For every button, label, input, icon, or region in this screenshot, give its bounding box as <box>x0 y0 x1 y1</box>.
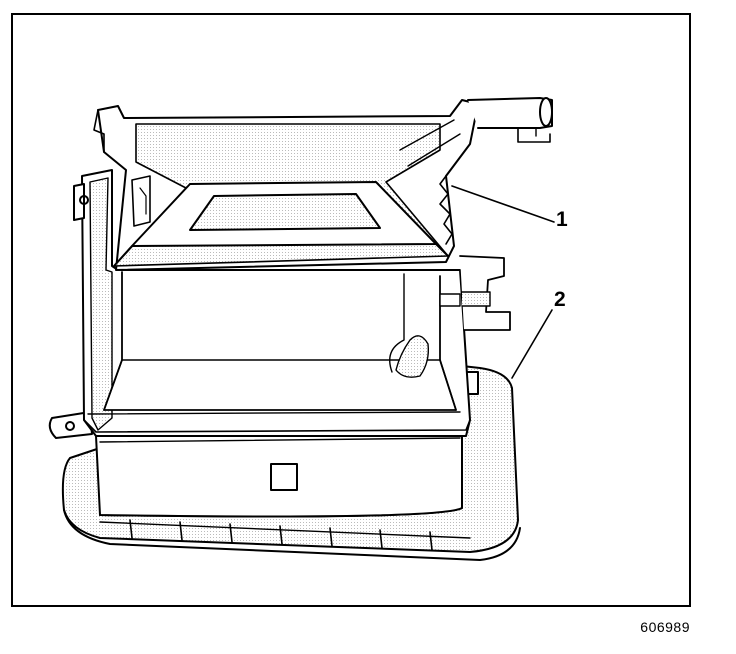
callout-1: 1 <box>556 208 568 231</box>
figure-frame <box>11 13 691 607</box>
leader-line-2 <box>511 309 553 379</box>
pipe-bracket <box>439 97 553 331</box>
figure-id: 606989 <box>640 619 690 635</box>
callout-2: 2 <box>554 288 566 311</box>
leader-line-1 <box>451 185 555 223</box>
lower-housing <box>95 431 463 518</box>
leader-lines <box>451 185 555 379</box>
top-cover <box>93 99 479 271</box>
main-housing <box>73 169 471 437</box>
